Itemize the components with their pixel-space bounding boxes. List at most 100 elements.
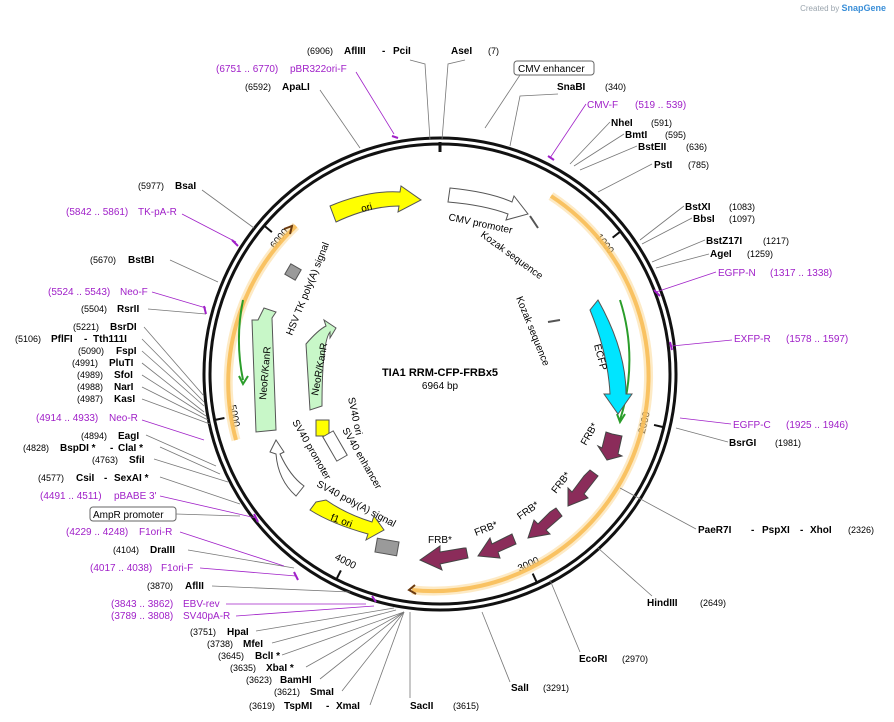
enzyme-pos: (5977) xyxy=(138,181,164,191)
enzyme-name[interactable]: XmaI xyxy=(336,701,360,712)
enzyme-name[interactable]: PstI xyxy=(654,160,673,171)
enzyme-pos: (3738) xyxy=(207,639,233,649)
enzyme-name[interactable]: XhoI xyxy=(810,525,832,536)
enzyme-pos: (785) xyxy=(688,160,709,170)
hsv-tk-polya-feature[interactable] xyxy=(284,263,302,281)
frb-feature-1[interactable] xyxy=(596,431,624,461)
primer-name[interactable]: EXFP-R xyxy=(734,334,771,345)
enzyme-leader xyxy=(145,434,217,467)
enzyme-name[interactable]: TspMI xyxy=(284,701,312,712)
primer-site xyxy=(669,341,673,351)
enzyme-name[interactable]: AseI xyxy=(451,46,472,57)
enzyme-name[interactable]: BamHI xyxy=(280,675,312,686)
primer-name[interactable]: Neo-F xyxy=(120,287,148,298)
primer-leader xyxy=(671,339,733,347)
primer-name[interactable]: F1ori-R xyxy=(139,527,172,538)
enzyme-name[interactable]: BsrGI xyxy=(729,438,756,449)
primer-name[interactable]: TK-pA-R xyxy=(138,207,177,218)
ori-feature[interactable] xyxy=(329,185,422,223)
primer-name[interactable]: SV40pA-R xyxy=(183,611,230,622)
sv40-promoter-feature[interactable] xyxy=(269,439,305,497)
enzyme-name[interactable]: BstZ17I xyxy=(706,236,742,247)
enzyme-name[interactable]: CsiI xyxy=(76,473,95,484)
enzyme-name[interactable]: BbsI xyxy=(693,214,715,225)
enzyme-pos: (1217) xyxy=(763,236,789,246)
enzyme-name[interactable]: HpaI xyxy=(227,627,249,638)
enzyme-name[interactable]: FspI xyxy=(116,346,137,357)
cmv-promoter-feature[interactable] xyxy=(447,187,529,221)
enzyme-name[interactable]: HindIII xyxy=(647,598,678,609)
frb-feature-2[interactable] xyxy=(567,469,599,507)
enzyme-name[interactable]: ClaI * xyxy=(118,443,143,454)
primer-name[interactable]: CMV-F xyxy=(587,100,618,111)
f1-ori-feature[interactable] xyxy=(309,499,385,542)
enzyme-name[interactable]: SnaBI xyxy=(557,82,586,93)
enzyme-name[interactable]: BstXI xyxy=(685,202,711,213)
primer-leader xyxy=(141,419,205,441)
ampr-promoter-label: AmpR promoter xyxy=(93,510,164,521)
primer-name[interactable]: EBV-rev xyxy=(183,599,220,610)
enzyme-name[interactable]: BsaI xyxy=(175,181,196,192)
neokan-feature-2[interactable] xyxy=(305,318,337,411)
enzyme-name[interactable]: BstBI xyxy=(128,255,154,266)
enzyme-name[interactable]: KasI xyxy=(114,394,135,405)
enzyme-name[interactable]: PflFI xyxy=(51,334,73,345)
enzyme-pos: (5670) xyxy=(90,255,116,265)
enzyme-leader xyxy=(509,93,559,147)
enzyme-name[interactable]: PciI xyxy=(393,46,411,57)
enzyme-name[interactable]: SacII xyxy=(410,701,434,712)
sv40-ori-feature[interactable] xyxy=(315,419,330,437)
enzyme-name[interactable]: SmaI xyxy=(310,687,334,698)
cmv-enhancer-box xyxy=(513,60,595,76)
enzyme-name[interactable]: BstEII xyxy=(638,142,667,153)
enzyme-name[interactable]: PaeR7I xyxy=(698,525,732,536)
frb-feature-3[interactable] xyxy=(527,507,563,539)
sv40-enhancer-feature[interactable] xyxy=(322,430,348,462)
enzyme-name[interactable]: RsrII xyxy=(117,304,139,315)
enzyme-name[interactable]: AflII xyxy=(185,581,204,592)
enzyme-name[interactable]: BsrDI xyxy=(110,322,137,333)
enzyme-sep: - xyxy=(382,46,385,57)
neokan-feature-1[interactable] xyxy=(251,307,277,433)
enzyme-name[interactable]: PspXI xyxy=(762,525,790,536)
enzyme-name[interactable]: Tth111I xyxy=(93,334,127,345)
ecfp-feature[interactable] xyxy=(589,299,633,415)
enzyme-name[interactable]: ApaLI xyxy=(282,82,310,93)
enzyme-name[interactable]: BmtI xyxy=(625,130,647,141)
frb-feature-5[interactable] xyxy=(418,545,469,571)
enzyme-name[interactable]: AgeI xyxy=(710,249,732,260)
sv40-polya-feature[interactable] xyxy=(374,537,400,557)
enzyme-name[interactable]: AflIII xyxy=(344,46,366,57)
enzyme-name[interactable]: NarI xyxy=(114,382,134,393)
enzyme-name[interactable]: SfoI xyxy=(114,370,133,381)
enzyme-name[interactable]: BclI * xyxy=(255,651,280,662)
primer-site xyxy=(203,305,207,315)
enzyme-name[interactable]: EcoRI xyxy=(579,654,608,665)
enzyme-name[interactable]: NheI xyxy=(611,118,633,129)
enzyme-name[interactable]: SalI xyxy=(511,683,529,694)
primer-range: (4914 .. 4933) xyxy=(36,413,98,424)
primer-leader xyxy=(181,213,237,243)
enzyme-leader xyxy=(597,547,653,597)
enzyme-name[interactable]: PluTI xyxy=(109,358,134,369)
enzyme-name[interactable]: DraIII xyxy=(150,545,175,556)
enzyme-name[interactable]: SfiI xyxy=(129,455,145,466)
frb-label-5: FRB* xyxy=(428,535,452,546)
enzyme-name[interactable]: SexAI * xyxy=(114,473,149,484)
enzyme-name[interactable]: BspDI * xyxy=(60,443,96,454)
enzyme-name[interactable]: EagI xyxy=(118,431,139,442)
primer-name[interactable]: pBR322ori-F xyxy=(290,64,347,75)
primer-range: (5524 .. 5543) xyxy=(48,287,110,298)
primer-name[interactable]: EGFP-N xyxy=(718,268,756,279)
frb-feature-4[interactable] xyxy=(477,533,517,559)
primer-name[interactable]: pBABE 3' xyxy=(114,491,157,502)
primer-name[interactable]: F1ori-F xyxy=(161,563,193,574)
enzyme-leader xyxy=(141,386,209,421)
enzyme-pos: (3751) xyxy=(190,627,216,637)
primer-leader xyxy=(549,103,587,159)
primer-name[interactable]: Neo-R xyxy=(109,413,138,424)
enzyme-pos: (3870) xyxy=(147,581,173,591)
enzyme-name[interactable]: XbaI * xyxy=(266,663,294,674)
enzyme-name[interactable]: MfeI xyxy=(243,639,263,650)
primer-name[interactable]: EGFP-C xyxy=(733,420,771,431)
